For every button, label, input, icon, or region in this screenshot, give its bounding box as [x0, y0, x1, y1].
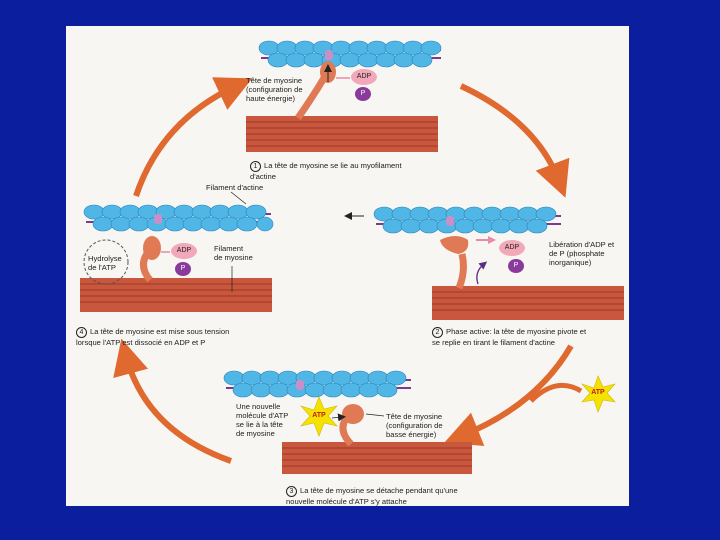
- step3-head-label: Tête de myosine (configuration de basse …: [386, 412, 443, 439]
- new-atp-label: Une nouvelle molécule d'ATP se lie à la …: [236, 402, 289, 438]
- myosin-filament-label: Filament de myosine: [214, 244, 253, 262]
- hydrolysis-label: Hydrolyse de l'ATP: [88, 254, 122, 272]
- step4-adp-label: ADP: [176, 247, 192, 254]
- step2-number: 2: [432, 327, 443, 338]
- hydrolysis-circle: [83, 239, 129, 285]
- cycle-arrow-icon: [444, 344, 574, 447]
- step1-myosin-head-icon: [246, 61, 438, 152]
- actin-filament-label: Filament d'actine: [206, 183, 264, 192]
- step2-actin-filament: [373, 206, 561, 234]
- cycle-arrow-icon: [133, 77, 253, 197]
- step3-atp-label: ATP: [312, 412, 326, 419]
- atp-star-icon: [300, 396, 338, 437]
- cycle-arrow-icon: [113, 338, 232, 464]
- step1-actin-filament: [258, 40, 442, 68]
- figure-page: Tête de myosine (configuration de haute …: [66, 26, 629, 506]
- step3-actin-filament: [223, 370, 411, 398]
- step1-number: 1: [250, 161, 261, 172]
- step4-myosin-head-icon: [80, 236, 272, 312]
- atp-star-icon: [581, 375, 616, 413]
- step1-head-label: Tête de myosine (configuration de haute …: [246, 76, 303, 103]
- step1-p-label: P: [360, 90, 366, 97]
- step1-caption-text: La tête de myosine se lie au myofilament…: [250, 161, 402, 181]
- step2-adp-label: ADP: [504, 244, 520, 251]
- step2-myosin-head-icon: [432, 236, 624, 320]
- step4-number: 4: [76, 327, 87, 338]
- cycle-arrow-icon: [459, 83, 570, 198]
- step4-actin-filament: [83, 204, 274, 232]
- cross-bridge-cycle-diagram: [80, 40, 624, 474]
- step4-caption-text: La tête de myosine est mise sous tension…: [76, 327, 230, 347]
- step2-caption-text: Phase active: la tête de myosine pivote …: [432, 327, 587, 347]
- step4-p-label: P: [180, 265, 186, 272]
- step2-p-label: P: [513, 262, 519, 269]
- atp-entry-arrow: [529, 382, 583, 403]
- release-subscript: i: [574, 253, 576, 259]
- incoming-atp-label: ATP: [591, 389, 605, 396]
- step3-myosin-head-icon: [282, 404, 472, 474]
- step1-adp-label: ADP: [356, 73, 372, 80]
- step3-caption-text: La tête de myosine se détache pendant qu…: [286, 486, 458, 506]
- step3-number: 3: [286, 486, 297, 497]
- release-label: Libération d'ADP et de P (phosphate inor…: [549, 240, 615, 267]
